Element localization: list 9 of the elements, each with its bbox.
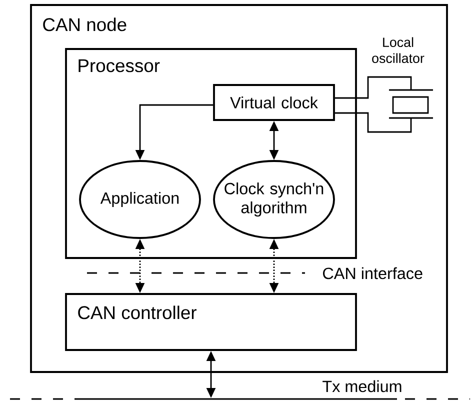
process-box: Virtual clock <box>213 84 335 121</box>
text-label: Local oscillator <box>372 37 424 64</box>
text-label: CAN interface <box>323 267 422 280</box>
crystal-symbol <box>389 89 433 119</box>
process-box: CAN controller <box>65 293 357 351</box>
connector-line <box>334 112 412 133</box>
text-label: Tx medium <box>322 380 402 392</box>
connector-line <box>334 76 412 99</box>
bus-line <box>10 398 470 400</box>
